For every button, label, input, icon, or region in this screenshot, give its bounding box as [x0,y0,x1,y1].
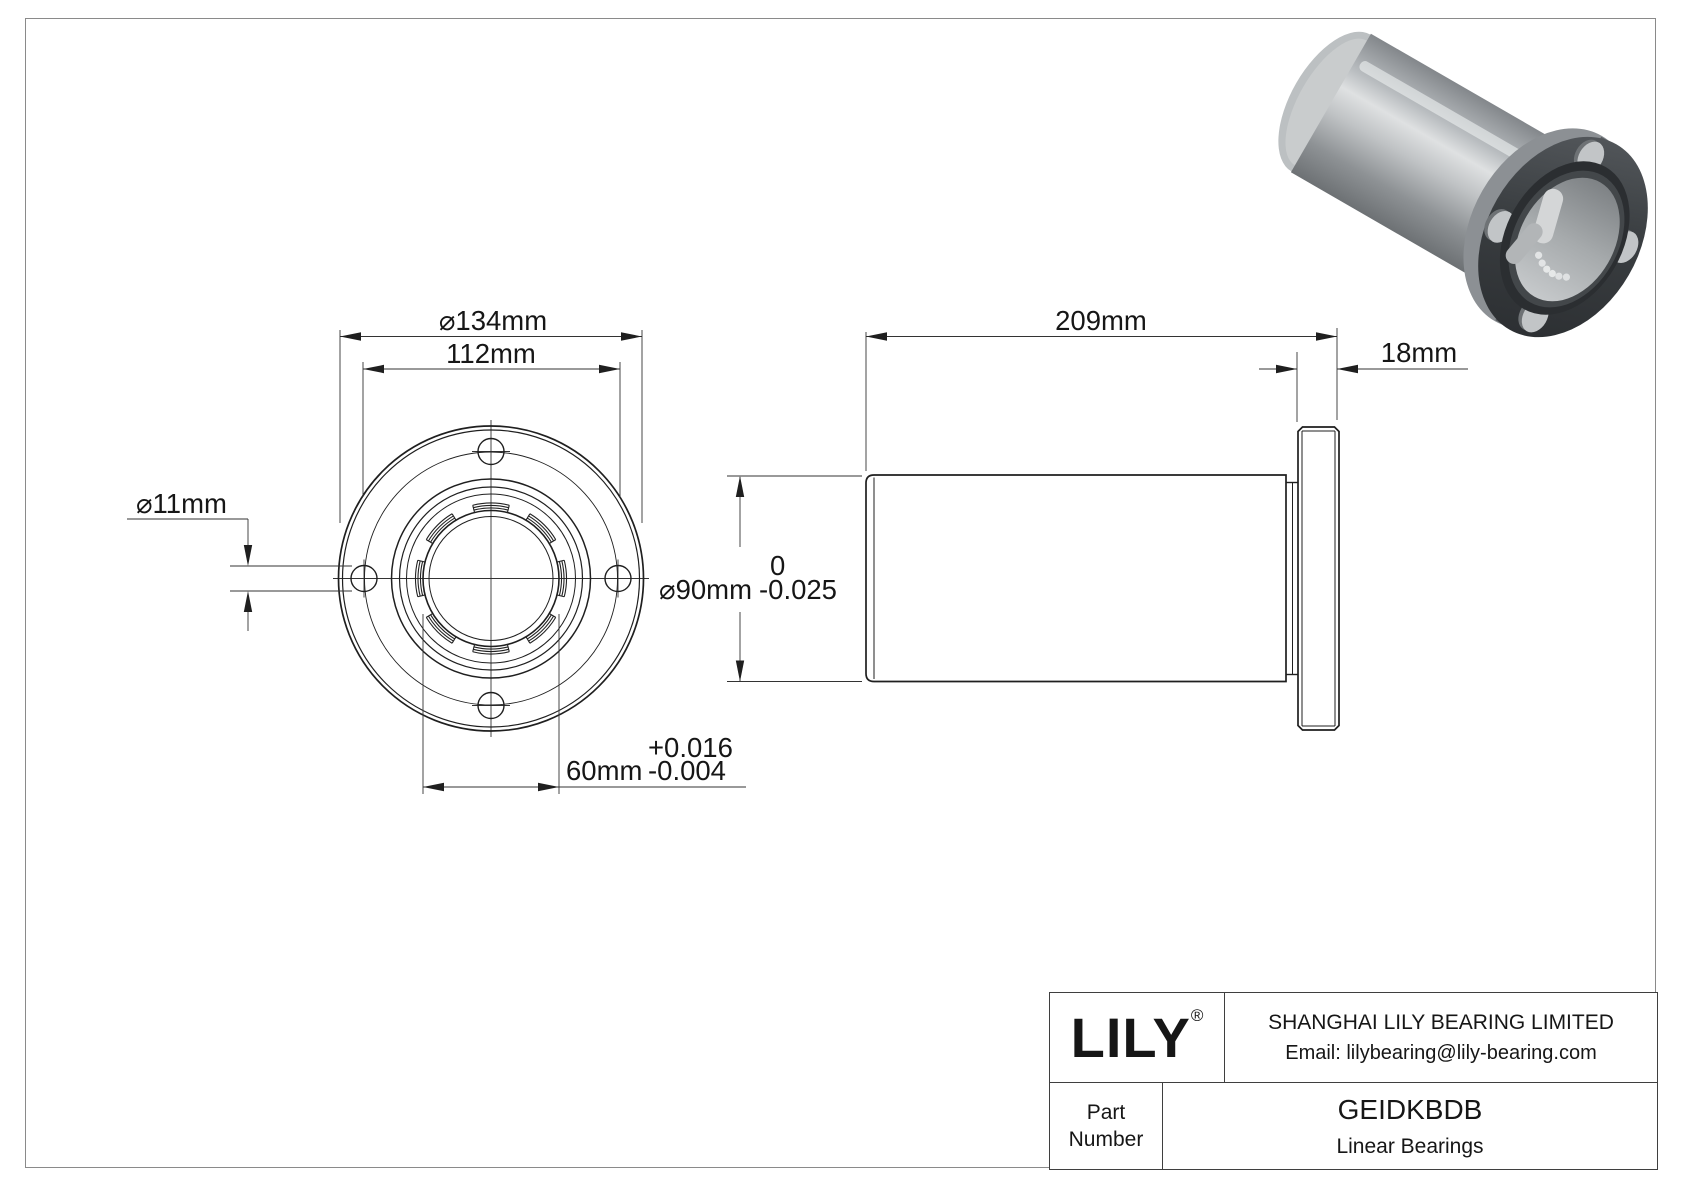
front-view-centerlines [333,420,649,737]
drawing-border-frame [25,18,1656,1168]
registered-trademark-icon: ® [1190,1006,1204,1025]
step-ring [1286,481,1298,676]
body-outline [865,474,1287,683]
part-number-label-cell: Part Number [1050,1083,1163,1169]
front-view [333,420,649,737]
company-info-cell: SHANGHAI LILY BEARING LIMITED Email: lil… [1225,993,1657,1082]
flange-outline [1297,426,1340,731]
dim-flange-od-lines [339,330,643,523]
dim-length-lines [865,328,1338,471]
flange-inner-lines [1301,430,1336,727]
side-view [865,426,1340,731]
ball-retainer-tabs [414,502,568,655]
dim-bore: 60mm [566,755,642,786]
dim-bolt-hole-lines [127,518,352,631]
front-view-dimensions: ⌀134mm 112mm ⌀11mm 60mm + [127,305,746,794]
dim-bore-tol-upper: +0.016 [648,732,733,763]
part-3d-render [1278,31,1648,338]
dim-bolt-circle-lines [362,362,621,497]
dim-bolt-circle: 112mm [446,338,536,369]
dim-bore-tol-lower: -0.004 [648,755,726,786]
dim-flange-thickness: 18mm [1381,337,1457,368]
bolt-holes [350,437,632,720]
dim-length: 209mm [1055,305,1147,336]
company-email: Email: lilybearing@lily-bearing.com [1285,1041,1597,1064]
cylinder-highlight [1359,61,1554,178]
dim-bolt-hole: ⌀11mm [136,488,227,519]
side-view-dimensions: 209mm 18mm ⌀90mm 0 -0.025 [659,305,1468,682]
dim-body-tol-lower: -0.025 [759,574,837,605]
ball-tracks [1505,188,1571,281]
dim-body-od: ⌀90mm [659,574,752,605]
company-name: SHANGHAI LILY BEARING LIMITED [1268,1010,1614,1034]
title-block: LILY ® SHANGHAI LILY BEARING LIMITED Ema… [1049,992,1658,1170]
part-label-line1: Part [1086,1100,1126,1124]
dim-flange-od: ⌀134mm [439,305,547,336]
dim-body-tol-upper: 0 [770,550,785,581]
logo-text: LILY [1070,1005,1191,1069]
dim-bore-lines [422,614,746,794]
title-block-row-company: LILY ® SHANGHAI LILY BEARING LIMITED Ema… [1050,993,1657,1083]
part-info-cell: GEIDKBDB Linear Bearings [1163,1083,1657,1169]
title-block-row-part: Part Number GEIDKBDB Linear Bearings [1050,1083,1657,1169]
company-logo: LILY ® [1050,993,1225,1082]
part-number: GEIDKBDB [1337,1093,1483,1125]
flange-outline-circles [337,425,645,732]
part-label-line2: Number [1068,1128,1144,1151]
part-category: Linear Bearings [1336,1134,1484,1158]
